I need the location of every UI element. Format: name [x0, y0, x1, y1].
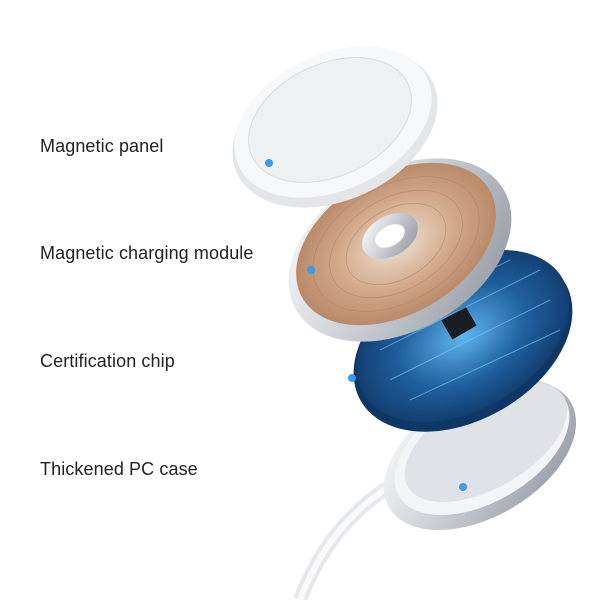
label-magnetic-charging-module: Magnetic charging module: [40, 243, 254, 263]
label-thickened-pc-case: Thickened PC case: [40, 459, 198, 479]
callout-dot: [307, 266, 315, 274]
callout-dot: [459, 483, 467, 491]
callout-dot: [348, 374, 356, 382]
label-magnetic-panel: Magnetic panel: [40, 136, 164, 156]
charging-module: [288, 158, 512, 342]
leader-lines: [40, 159, 467, 491]
callout-dot: [265, 159, 273, 167]
cable: [293, 473, 404, 600]
certification-chip: [441, 306, 477, 340]
label-certification-chip: Certification chip: [40, 351, 175, 371]
magnetic-panel: [232, 46, 438, 208]
